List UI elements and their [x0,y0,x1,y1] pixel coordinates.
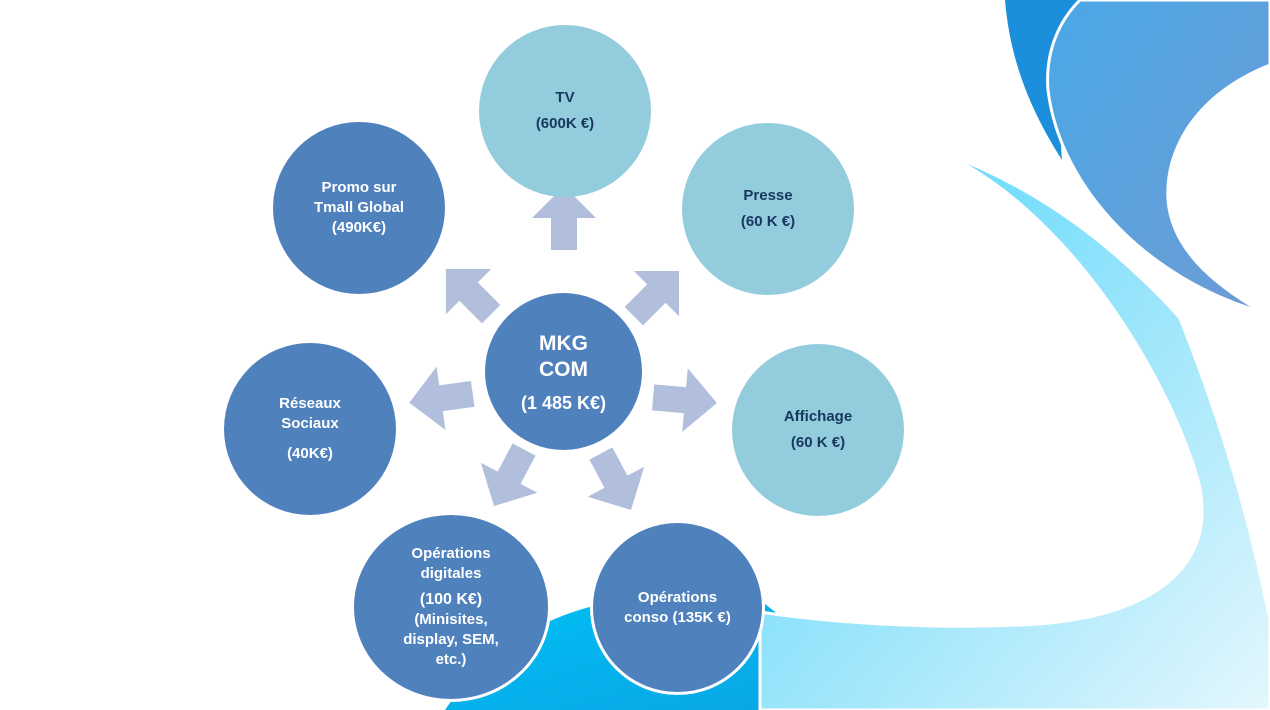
node-reseaux-sociaux-label-line2: Sociaux [281,415,339,432]
node-tv-label: TV [555,89,575,106]
node-presse-value: (60 K €) [740,213,796,230]
arrow-to-promo-tmall [445,268,501,324]
arrow-to-reseaux-sociaux [409,366,475,430]
node-operations-conso-label-line2: conso (135K €) [624,608,731,626]
center-title-line1: MKG [539,331,588,355]
node-operations-digitales-label-line1: Opérations [411,545,491,562]
node-affichage-label: Affichage [783,408,853,425]
arrow-to-operations-conso [587,447,645,511]
node-operations-conso: Opérations conso (135K €) [590,520,765,695]
node-promo-tmall-value: (490K€) [331,219,387,236]
node-promo-tmall-label-line2: Tmall Global [313,199,404,216]
wave-top-right-blue [1046,0,1270,314]
node-operations-digitales-detail-line1: (Minisites, [414,611,488,628]
node-reseaux-sociaux-label-line1: Réseaux [279,395,341,412]
node-operations-conso-label-line1: Opérations [637,588,718,606]
node-operations-digitales-label-line2: digitales [420,565,482,582]
center-budget: (1 485 K€) [520,392,607,413]
node-operations-digitales-detail-line2: display, SEM, [403,631,499,648]
node-reseaux-sociaux: Réseaux Sociaux (40K€) [224,343,396,515]
center-node-mkg-com: MKG COM (1 485 K€) [485,293,642,450]
arrow-to-affichage [651,368,717,433]
node-reseaux-sociaux-value: (40K€) [287,445,333,462]
node-promo-tmall-label-line1: Promo sur [321,179,397,196]
node-operations-digitales-detail-line3: etc.) [435,651,467,668]
center-title-line2: COM [539,357,588,381]
arrow-to-operations-digitales [480,443,538,507]
node-promo-tmall-global: Promo sur Tmall Global (490K€) [273,122,445,294]
node-tv: TV (600K €) [479,25,651,197]
node-presse: Presse (60 K €) [682,123,854,295]
node-presse-label: Presse [743,187,793,204]
node-operations-digitales: Opérations digitales (100 K€) (Minisites… [351,512,551,702]
wave-large-light [758,150,1270,710]
node-tv-value: (600K €) [535,115,595,132]
arrow-to-presse [624,270,680,326]
arrow-to-tv [532,186,596,250]
node-affichage-value: (60 K €) [790,434,846,451]
node-affichage: Affichage (60 K €) [732,344,904,516]
node-operations-digitales-value: (100 K€) [419,591,483,608]
